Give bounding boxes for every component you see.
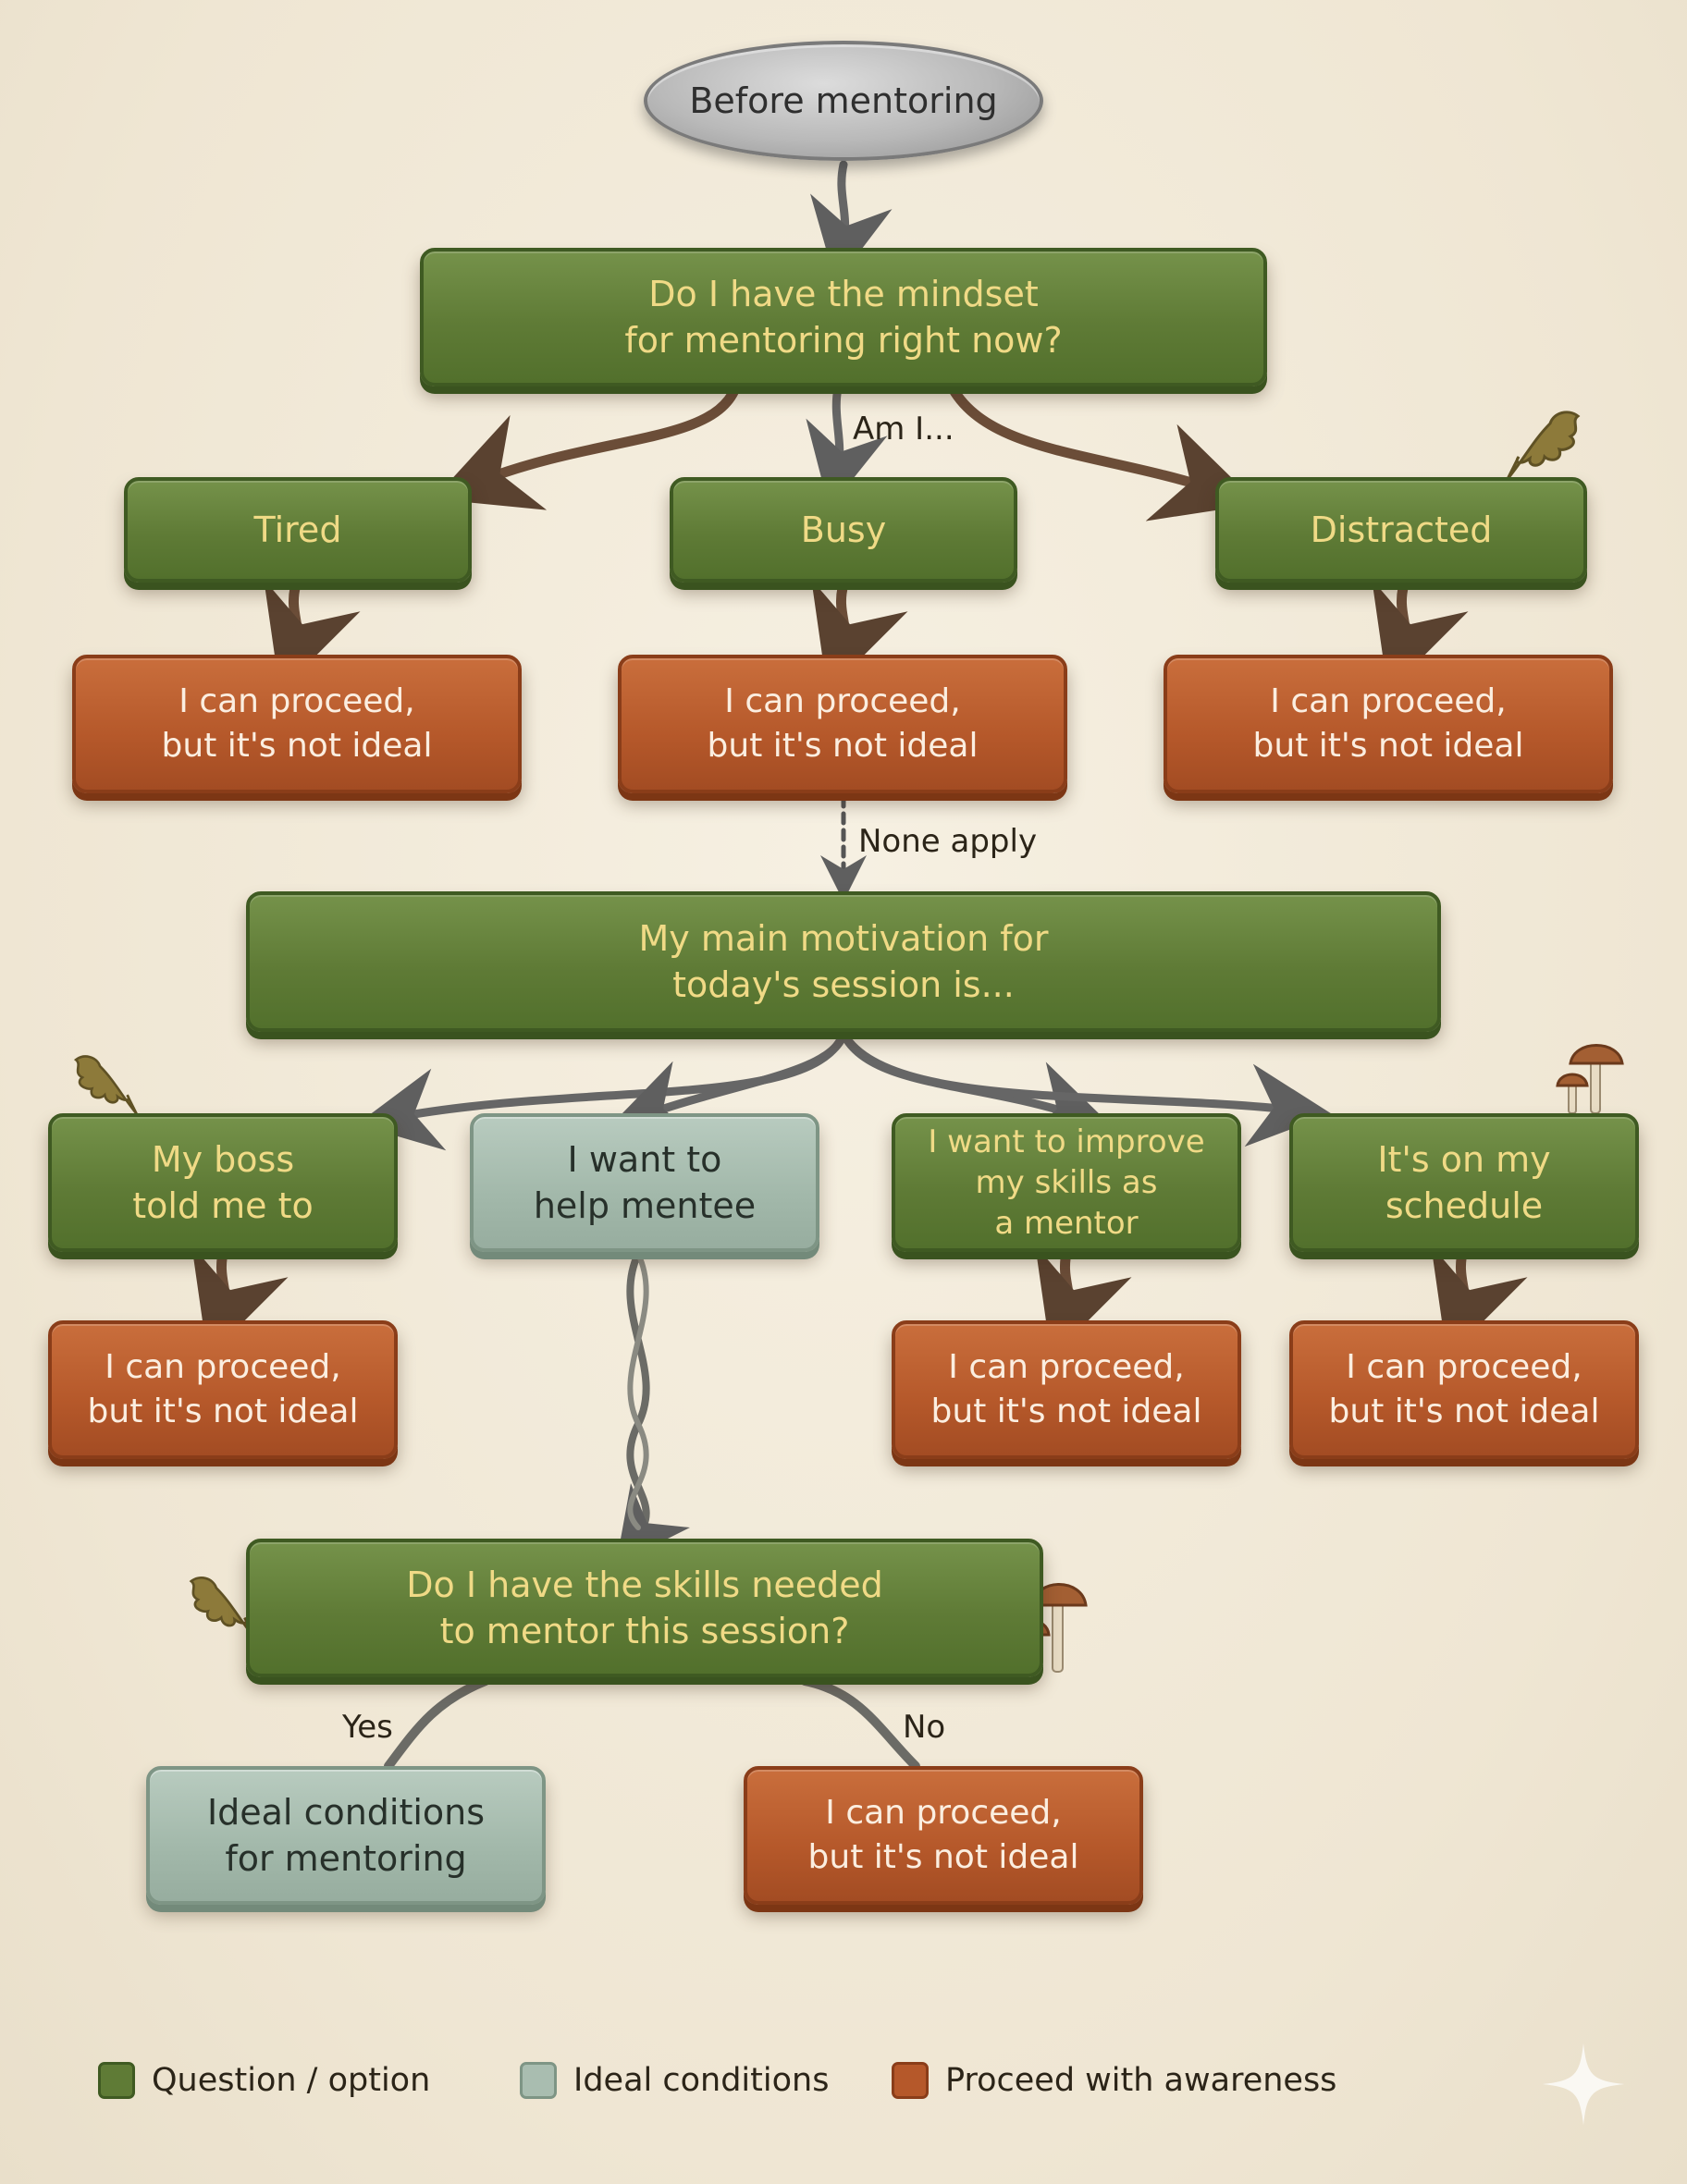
- question-motivation: My main motivation for today's session i…: [246, 891, 1441, 1032]
- outcome-schedule-proceed: I can proceed, but it's not ideal: [1289, 1320, 1639, 1459]
- link-tired-down: [264, 579, 361, 693]
- link-distracted-down: [1372, 579, 1469, 693]
- link-q3-to-no: [800, 1676, 920, 1771]
- outcome-busy-proceed: I can proceed, but it's not ideal: [618, 655, 1067, 793]
- sparkle-icon: [1539, 2040, 1628, 2129]
- link-busy-down: [811, 579, 908, 693]
- option-tired: Tired: [124, 477, 472, 583]
- start-node: Before mentoring: [644, 41, 1043, 161]
- link-q1-to-busy: [806, 384, 888, 509]
- edge-label-yes: Yes: [342, 1709, 393, 1746]
- legend-swatch-sage: [520, 2062, 557, 2099]
- edge-label-am-i: Am I...: [853, 411, 954, 448]
- option-distracted: Distracted: [1215, 477, 1587, 583]
- legend-question-option: Question / option: [98, 2060, 430, 2101]
- link-improve-down: [1035, 1245, 1132, 1358]
- outcome-distracted-proceed: I can proceed, but it's not ideal: [1164, 655, 1613, 793]
- outcome-skills-proceed: I can proceed, but it's not ideal: [744, 1766, 1143, 1905]
- legend-label: Proceed with awareness: [945, 2062, 1337, 2099]
- link-q1-to-distracted: [947, 383, 1259, 521]
- link-q3-to-yes: [384, 1676, 490, 1771]
- outcome-boss-proceed: I can proceed, but it's not ideal: [48, 1320, 398, 1459]
- mushroom-icon: [1550, 1023, 1643, 1115]
- oak-leaf-icon: [65, 1049, 148, 1121]
- option-boss: My boss told me to: [48, 1113, 398, 1252]
- legend-ideal-conditions: Ideal conditions: [520, 2060, 829, 2101]
- legend-label: Ideal conditions: [573, 2062, 830, 2099]
- question-skills: Do I have the skills needed to mentor th…: [246, 1539, 1043, 1677]
- link-q2-to-schedule: [839, 1029, 1332, 1147]
- outcome-tired-proceed: I can proceed, but it's not ideal: [72, 655, 522, 793]
- link-q1-to-tired: [433, 383, 741, 510]
- legend-swatch-green: [98, 2062, 135, 2099]
- link-schedule-down: [1431, 1245, 1528, 1358]
- link-help-to-q3-b: [627, 1251, 649, 1530]
- option-schedule: It's on my schedule: [1289, 1113, 1639, 1252]
- legend-label: Question / option: [152, 2062, 431, 2099]
- outcome-improve-proceed: I can proceed, but it's not ideal: [892, 1320, 1241, 1459]
- option-improve-skills: I want to improve my skills as a mentor: [892, 1113, 1241, 1252]
- edge-label-no: No: [903, 1709, 946, 1746]
- link-q2-to-help: [608, 1029, 848, 1140]
- outcome-ideal: Ideal conditions for mentoring: [146, 1766, 546, 1905]
- option-help-mentee: I want to help mentee: [470, 1113, 819, 1252]
- question-mindset: Do I have the mindset for mentoring righ…: [420, 248, 1267, 386]
- link-start-to-q1: [810, 160, 893, 284]
- oak-leaf-icon: [1496, 403, 1589, 486]
- link-q2-to-improve: [839, 1029, 1113, 1142]
- oak-leaf-icon: [181, 1563, 265, 1651]
- option-busy: Busy: [670, 477, 1017, 583]
- edge-label-none-apply: None apply: [858, 823, 1038, 860]
- legend-swatch-orange: [892, 2062, 929, 2099]
- legend-proceed-awareness: Proceed with awareness: [892, 2060, 1336, 2101]
- link-boss-down: [191, 1245, 289, 1358]
